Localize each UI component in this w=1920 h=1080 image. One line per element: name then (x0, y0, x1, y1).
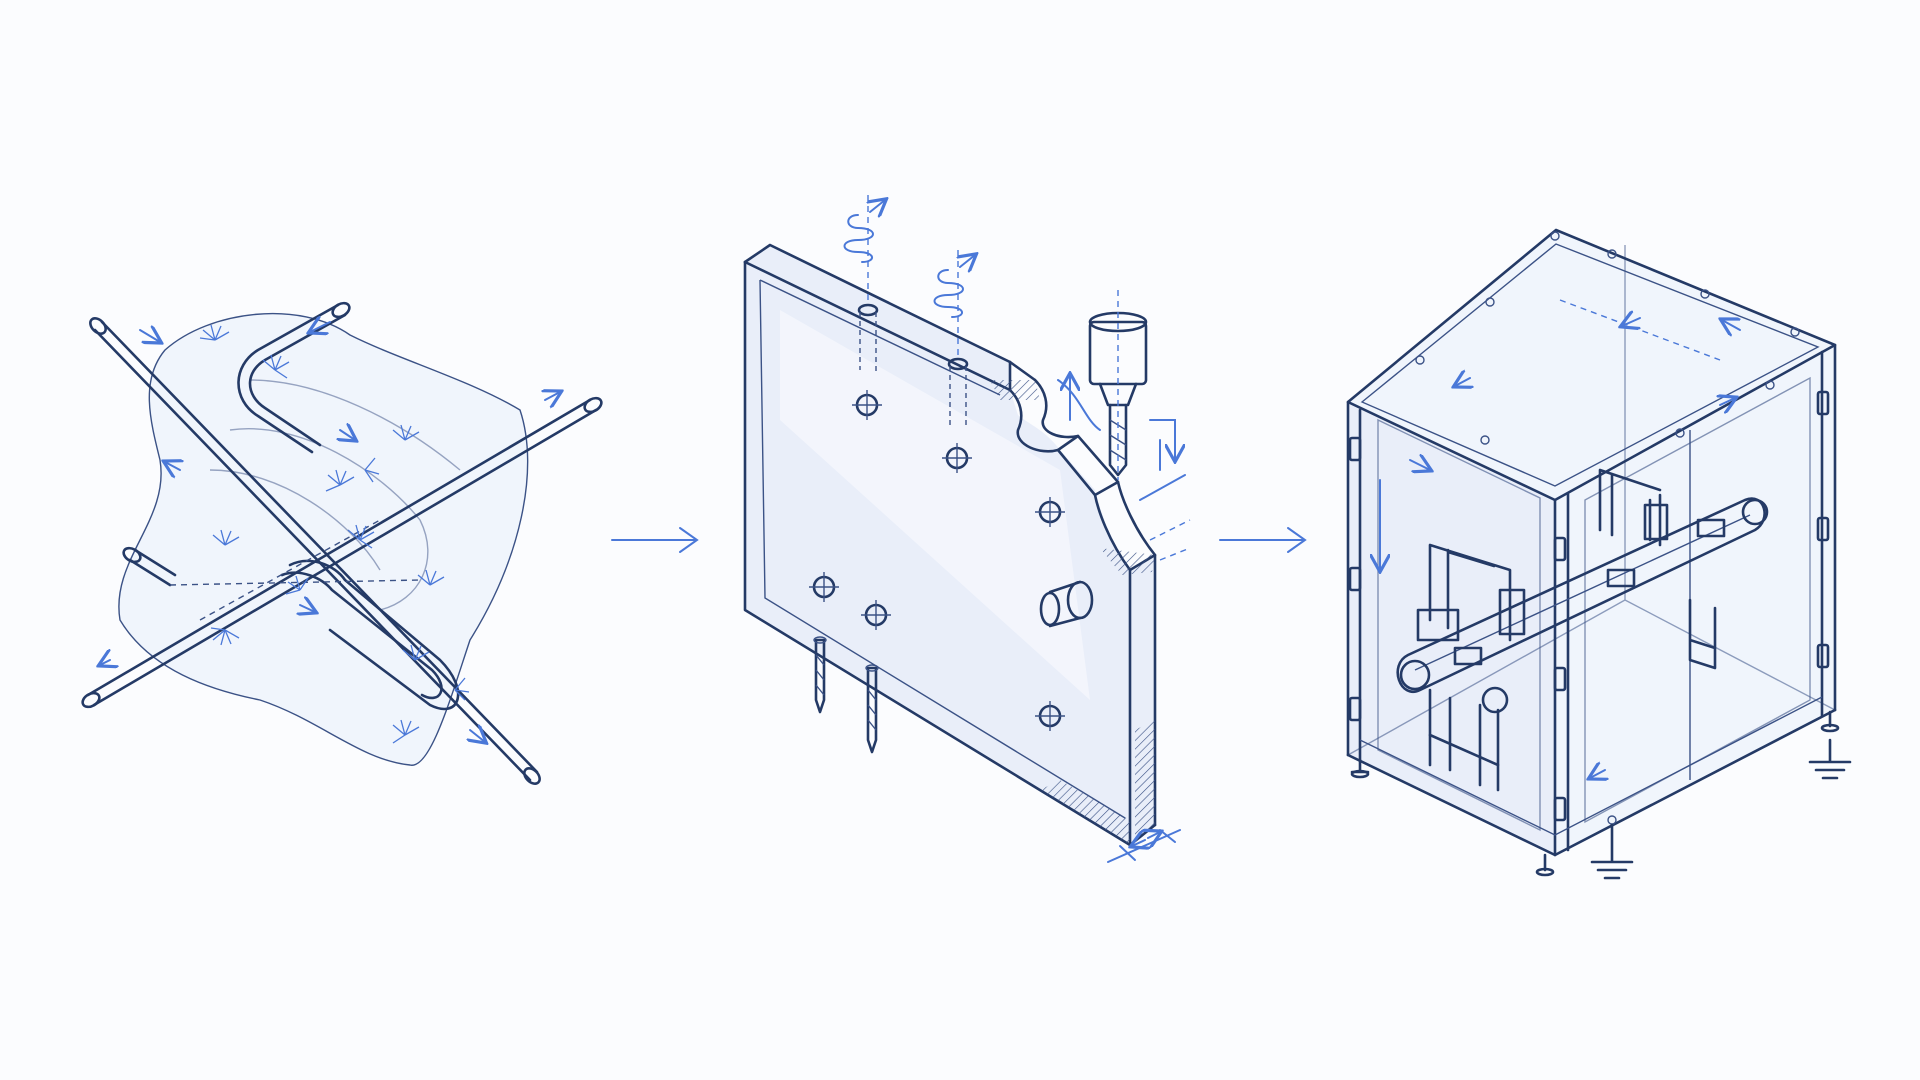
leveling-feet (1350, 710, 1840, 877)
weld-frame-icon (81, 301, 603, 785)
end-mill-icon (1057, 290, 1191, 561)
face-holes (809, 390, 1065, 731)
ground-icon (1590, 738, 1852, 880)
machine-enclosure-icon (1346, 228, 1852, 880)
drill-bit-icon (813, 636, 879, 754)
process-arrow-2 (1219, 527, 1307, 553)
cnc-plate-icon (743, 195, 1191, 863)
conveyor-icon (1396, 468, 1769, 792)
thickness-dimension (1107, 830, 1181, 863)
drill-spiral-icon (843, 195, 976, 360)
weld-spark-group (199, 324, 470, 744)
hinge-latches (1348, 231, 1830, 822)
process-arrow-1 (611, 527, 699, 553)
